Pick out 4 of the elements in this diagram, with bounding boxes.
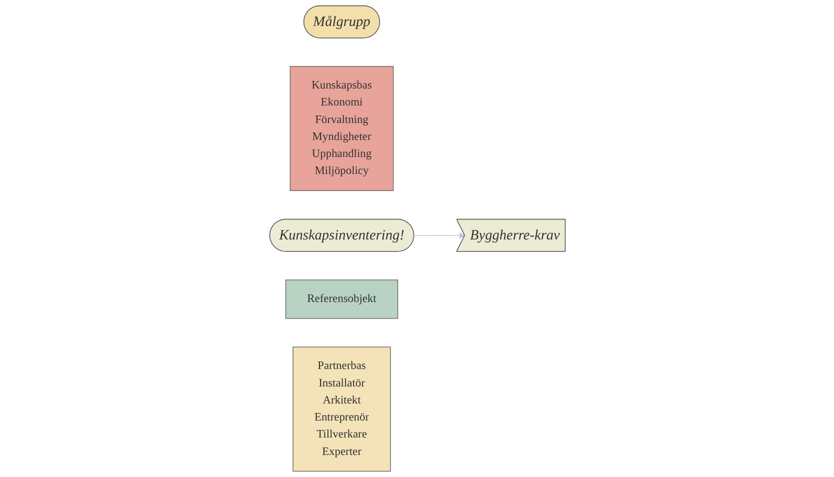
node-box: Referensobjekt bbox=[284, 280, 398, 319]
arrow bbox=[413, 232, 465, 239]
node-box: Partnerbas Installatör Arkitekt Entreprenör Tillverkare Experter bbox=[292, 346, 390, 472]
node-box: Kunskapsbas Ekonomi Förvaltning Myndigheter Upphandling Miljöpolicy bbox=[289, 66, 394, 192]
